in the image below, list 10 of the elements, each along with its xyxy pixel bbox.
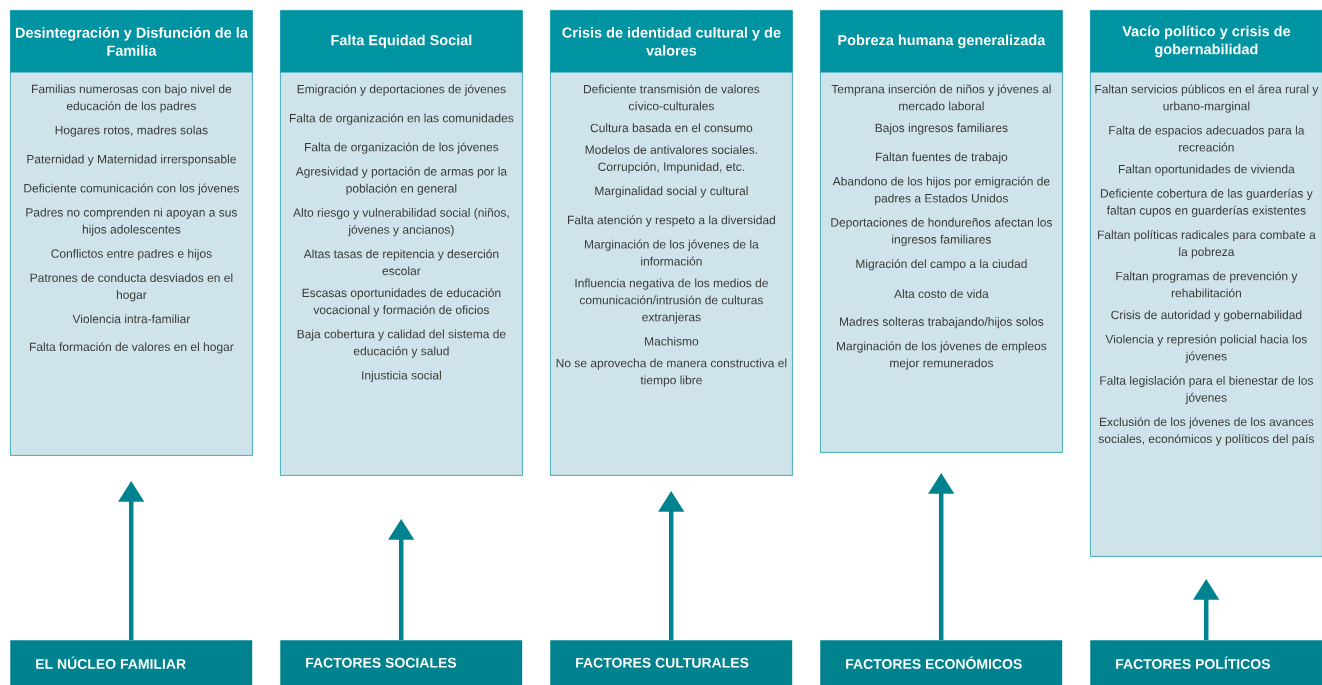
category-box: FACTORES POLÍTICOS: [1090, 640, 1322, 685]
category-box: FACTORES CULTURALES: [550, 640, 793, 685]
cause-column: Pobreza humana generalizada Temprana inserción de niños y jóvenes al mercado laboral Bajos ingresos familiares Faltan fuentes de trabajo Abandono de los hijos por emigración de padres a Estados Unidos Deportaciones de hondureños afectan los ingresos familiares Migración del campo a la ciudad Alta costo de vida Madres solteras trabajando/hijos solos Marginación de los jóvenes de empleos mejor remunerados: [820, 10, 1063, 453]
cause-column: Falta Equidad Social Emigración y deportaciones de jóvenes Falta de organización en las comunidades Falta de organización de los jóvenes Agresividad y portación de armas por la población en general Alto riesgo y vulnerabilidad social (niños, jóvenes y ancianos) Altas tasas de repitencia y deserción escolar Escasas oportunidades de educación vocacional y formación de oficios Baja cobertura y calidad del sistema de educación y salud Injusticia social: [280, 10, 523, 476]
category-box: FACTORES ECONÓMICOS: [820, 640, 1063, 685]
category-box: EL NÚCLEO FAMILIAR: [10, 640, 253, 685]
cause-column: Vacío político y crisis de gobernabilidad Faltan servicios públicos en el área rural y urbano-marginal Falta de espacios adecuados para la recreación Faltan oportunidades de vivienda Deficiente cobertura de las guarderías y faltan cupos en guarderías existentes Faltan políticas radicales para combate a la pobreza Faltan programas de prevención y rehabilitación Crisis de autoridad y gobernabilidad Violencia y represión policial hacia los jóvenes Falta legislación para el bienestar de los jóvenes Exclusión de los jóvenes de los avances sociales, económicos y políticos del país: [1090, 10, 1322, 557]
category-box: FACTORES SOCIALES: [280, 640, 523, 685]
cause-column: Crisis de identidad cultural y de valores Deficiente transmisión de valores cívico-culturales Cultura basada en el consumo Modelos de antivalores sociales. Corrupción, Impunidad, etc. Marginalidad social y cultural Falta atención y respeto a la diversidad Marginación de los jóvenes de la información Influencia negativa de los medios de comunicación/intrusión de culturas extranjeras Machismo No se aprovecha de manera constructiva el tiempo libre: [550, 10, 793, 476]
cause-column: Desintegración y Disfunción de la Familia Familias numerosas con bajo nivel de educación de los padres Hogares rotos, madres solas Paternidad y Maternidad irrersponsable Deficiente comunicación con los jóvenes Padres no comprenden ni apoyan a sus hijos adolescentes Conflictos entre padres e hijos Patrones de conducta desviados en el hogar Violencia intra-familiar Falta formación de valores en el hogar: [10, 10, 253, 456]
